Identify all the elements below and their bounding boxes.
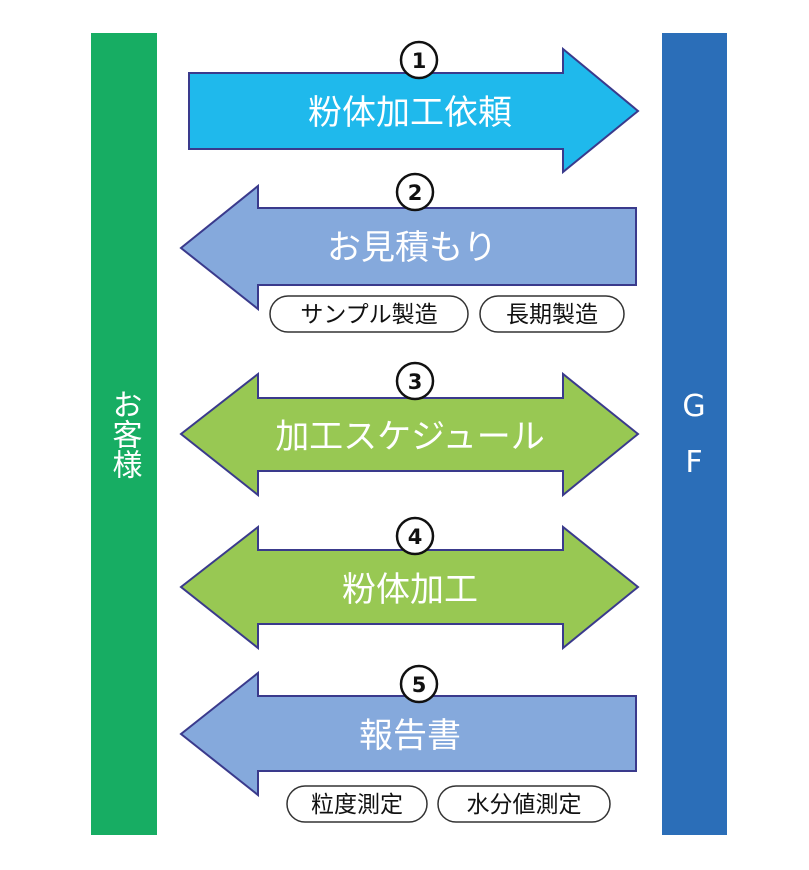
customer-bar xyxy=(91,33,157,835)
step-5-number-circle xyxy=(399,664,439,704)
tag-long-term-production: 長期製造 xyxy=(506,302,598,328)
step-2-number: 2 xyxy=(408,181,423,205)
tag-particle-size-box xyxy=(286,785,428,823)
step-1-label: 粉体加工依頼 xyxy=(308,93,512,133)
step-1-arrow: 粉体加工依頼 1 xyxy=(188,40,640,175)
step-5-label: 報告書 xyxy=(359,716,461,756)
step-2-label: お見積もり xyxy=(327,228,497,268)
step-3-number-circle xyxy=(395,361,435,401)
tag-sample-production: サンプル製造 xyxy=(300,302,437,328)
tag-particle-size: 粒度測定 xyxy=(311,792,403,818)
step-1-number: 1 xyxy=(412,49,427,73)
gf-bar xyxy=(662,33,727,835)
arrow-both-shape xyxy=(179,371,640,498)
tag-sample-production-box xyxy=(269,295,469,333)
step-1-number-circle xyxy=(399,40,439,80)
step-4-label: 粉体加工 xyxy=(342,570,478,610)
step-4-number: 4 xyxy=(408,525,423,549)
step-3-label: 加工スケジュール xyxy=(275,417,545,457)
arrow-right-shape xyxy=(188,46,640,175)
step-2-arrow: お見積もり 2 サンプル製造 長期製造 xyxy=(179,172,637,333)
step-4-arrow: 粉体加工 4 xyxy=(179,516,640,651)
step-5-arrow: 報告書 5 粒度測定 水分値測定 xyxy=(179,664,637,823)
tag-moisture: 水分値測定 xyxy=(467,792,582,818)
step-5-number: 5 xyxy=(412,673,427,697)
tag-moisture-box xyxy=(437,785,611,823)
tag-long-term-production-box xyxy=(479,295,625,333)
customer-label: お客様 xyxy=(107,389,143,479)
step-2-number-circle xyxy=(395,172,435,212)
arrow-left-shape xyxy=(179,670,637,798)
step-3-number: 3 xyxy=(408,370,423,394)
step-4-number-circle xyxy=(395,516,435,556)
arrow-both-shape xyxy=(179,524,640,651)
step-3-arrow: 加工スケジュール 3 xyxy=(179,361,640,498)
arrow-left-shape xyxy=(179,183,637,312)
